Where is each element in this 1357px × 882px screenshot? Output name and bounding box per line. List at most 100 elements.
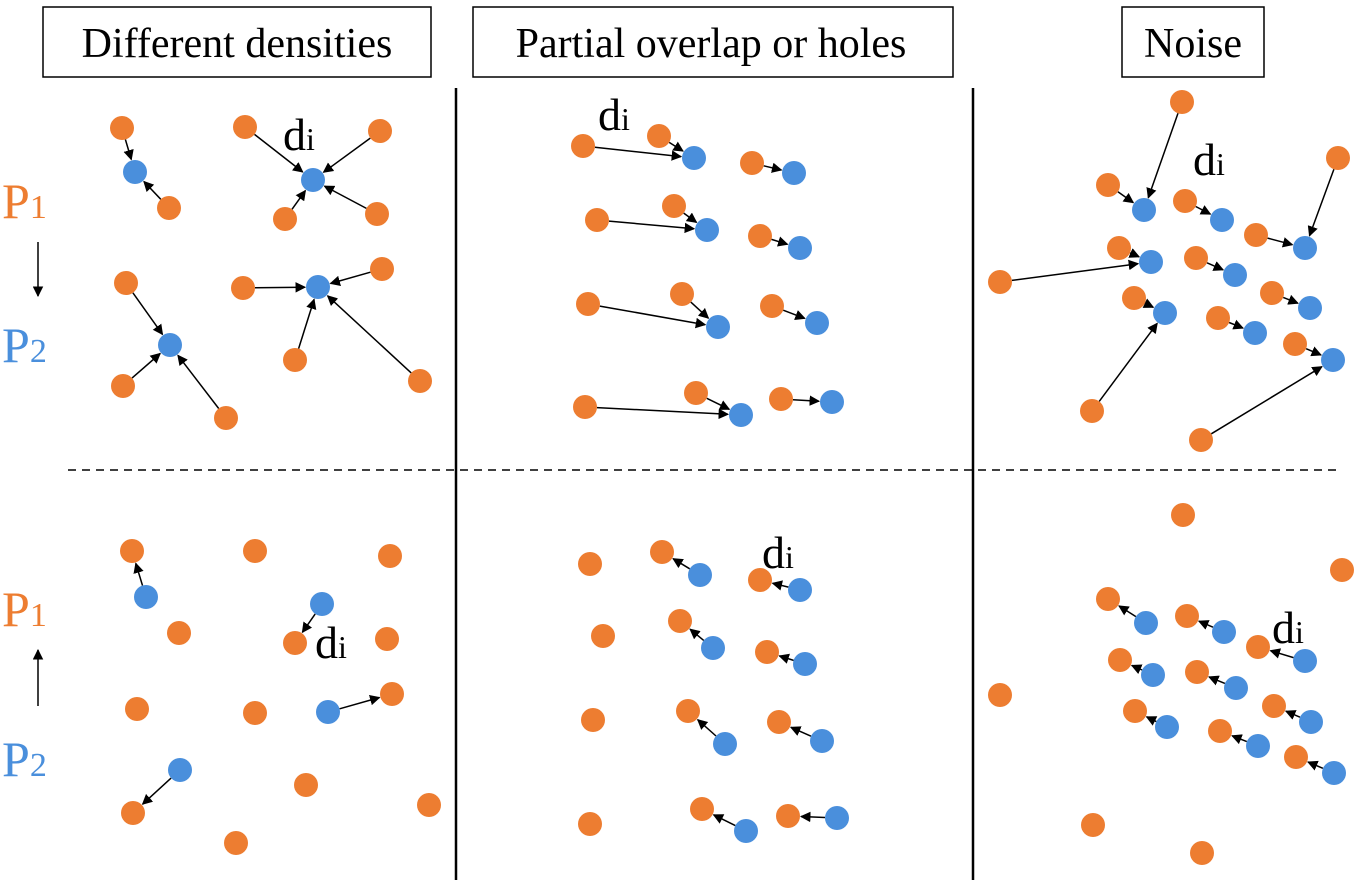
correspondence-arrow xyxy=(297,298,317,349)
arrow-layer xyxy=(123,113,1335,827)
orange-point xyxy=(231,276,255,300)
correspondence-arrow xyxy=(339,695,381,710)
correspondence-arrow xyxy=(1284,710,1301,720)
orange-point xyxy=(370,257,394,281)
correspondence-arrow xyxy=(133,562,144,586)
orange-point xyxy=(294,773,318,797)
p2-letter: P xyxy=(2,317,30,373)
orange-point xyxy=(375,627,399,651)
blue-point xyxy=(1223,263,1247,287)
blue-point xyxy=(788,578,812,602)
orange-point xyxy=(585,208,609,232)
correspondence-arrow xyxy=(672,558,691,570)
correspondence-arrow xyxy=(1305,346,1322,357)
orange-point xyxy=(167,621,191,645)
correspondence-arrow xyxy=(143,180,162,200)
blue-point xyxy=(1224,676,1248,700)
correspondence-arrow xyxy=(1197,620,1214,630)
blue-point xyxy=(706,315,730,339)
orange-point xyxy=(573,395,597,419)
orange-point xyxy=(233,115,257,139)
blue-point xyxy=(123,160,147,184)
title-box-densities: Different densities xyxy=(42,6,432,78)
orange-point xyxy=(1173,189,1197,213)
blue-point xyxy=(310,592,334,616)
title-box-overlap: Partial overlap or holes xyxy=(472,6,954,78)
correspondence-arrow xyxy=(141,777,172,805)
blue-point xyxy=(1322,761,1346,785)
blue-point xyxy=(1243,321,1267,345)
orange-point xyxy=(1206,306,1230,330)
correspondence-arrow xyxy=(778,653,794,664)
p1-sub: 1 xyxy=(30,597,47,634)
orange-point xyxy=(378,544,402,568)
orange-point xyxy=(408,369,432,393)
orange-point xyxy=(647,124,671,148)
orange-point xyxy=(224,831,248,855)
correspondence-arrow xyxy=(763,162,783,173)
correspondence-arrow xyxy=(1228,319,1244,330)
orange-point xyxy=(1283,332,1307,356)
orange-point xyxy=(1080,399,1104,423)
blue-point xyxy=(316,700,340,724)
orange-point xyxy=(1246,635,1270,659)
point-layer xyxy=(110,90,1354,865)
orange-point xyxy=(755,640,779,664)
blue-point xyxy=(820,390,844,414)
correspondence-arrow xyxy=(301,613,316,634)
blue-point xyxy=(729,403,753,427)
correspondence-arrow xyxy=(177,354,220,409)
correspondence-arrow xyxy=(1128,248,1141,258)
orange-point xyxy=(760,294,784,318)
correspondence-arrow xyxy=(1307,760,1324,771)
blue-point xyxy=(1299,710,1323,734)
correspondence-arrow xyxy=(1146,113,1179,199)
correspondence-arrow xyxy=(799,811,826,823)
orange-point xyxy=(988,270,1012,294)
orange-point xyxy=(581,708,605,732)
di-label: di xyxy=(1193,134,1225,185)
orange-point xyxy=(157,196,181,220)
p1-letter: P xyxy=(2,581,30,637)
orange-point xyxy=(121,801,145,825)
orange-point xyxy=(417,793,441,817)
correspondence-arrow xyxy=(254,282,307,293)
orange-point xyxy=(283,631,307,655)
correspondence-arrow xyxy=(1267,237,1294,248)
correspondence-arrow xyxy=(668,141,684,152)
orange-point xyxy=(114,271,138,295)
orange-point xyxy=(1260,281,1284,305)
orange-point xyxy=(1096,587,1120,611)
orange-point xyxy=(1185,660,1209,684)
blue-point xyxy=(1139,250,1163,274)
correspondence-arrow xyxy=(132,292,164,336)
orange-point xyxy=(1171,503,1195,527)
orange-point xyxy=(120,539,144,563)
p1-letter: P xyxy=(2,173,30,229)
correspondence-arrow xyxy=(322,137,371,173)
blue-point xyxy=(168,758,192,782)
correspondence-arrow xyxy=(254,133,304,173)
orange-point xyxy=(684,381,708,405)
blue-point xyxy=(695,218,719,242)
orange-point xyxy=(988,683,1012,707)
orange-point xyxy=(1108,648,1132,672)
blue-point xyxy=(306,275,330,299)
correspondence-arrow xyxy=(131,352,161,379)
correspondence-arrow xyxy=(329,271,371,286)
orange-point xyxy=(1123,699,1147,723)
orange-point xyxy=(748,568,772,592)
orange-point xyxy=(1244,223,1268,247)
orange-point xyxy=(676,699,700,723)
orange-point xyxy=(1189,428,1213,452)
orange-point xyxy=(767,710,791,734)
blue-point xyxy=(301,168,325,192)
blue-point xyxy=(1246,734,1270,758)
blue-point xyxy=(805,311,829,335)
correspondence-arrow xyxy=(789,726,812,737)
di-label: di xyxy=(315,617,347,668)
correspondence-arrow xyxy=(326,295,412,374)
p2-letter: P xyxy=(2,731,30,787)
correspondence-arrow xyxy=(291,189,307,210)
p1-label-bottom: P1 xyxy=(2,581,47,637)
